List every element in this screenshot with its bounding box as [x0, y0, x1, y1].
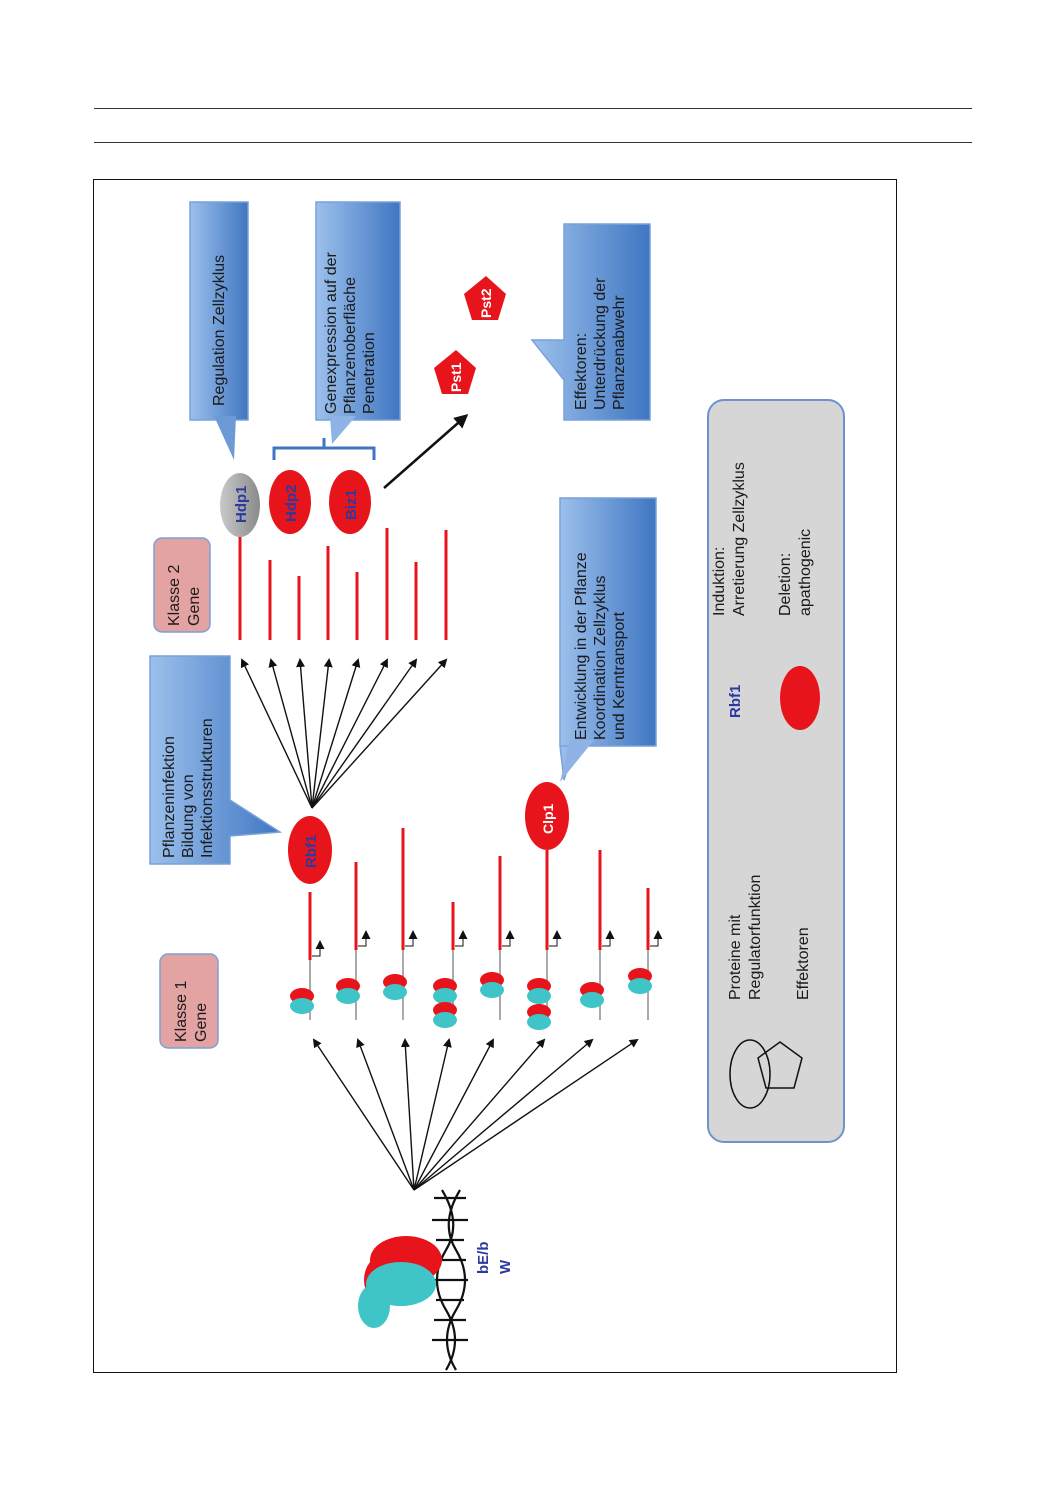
pst2-label: Pst2 — [478, 288, 494, 318]
callout-hdp1: Regulation Zellzyklus — [189, 201, 249, 460]
pst2-effector: Pst2 — [464, 276, 506, 320]
legend-oval-icon — [729, 1039, 771, 1109]
class1-gene — [628, 888, 663, 1020]
legend-pentagon-icon — [757, 1041, 803, 1089]
svg-text:Pflanzeninfektion: Pflanzeninfektion — [161, 736, 178, 858]
svg-text:Genexpression auf der: Genexpression auf der — [323, 251, 340, 414]
legend: Proteine mit Regulatorfunktion Effektore… — [707, 399, 845, 1143]
svg-text:Pflanzenabwehr: Pflanzenabwehr — [611, 295, 628, 410]
header-rule-bottom — [94, 142, 972, 143]
legend-induktion: Induktion: — [711, 547, 728, 616]
callout-clp1: Entwicklung in der Pflanze Koordination … — [559, 497, 657, 782]
klasse2-label: Klasse 2 Gene — [153, 537, 211, 633]
complex-label-w: W — [497, 1259, 514, 1274]
class1-gene — [433, 902, 468, 1028]
legend-red-oval — [780, 666, 820, 730]
legend-rbf1: Rbf1 — [727, 685, 744, 718]
svg-text:Regulation Zellzyklus: Regulation Zellzyklus — [211, 255, 228, 406]
complex-label-be: bE/b — [475, 1242, 492, 1275]
class1-gene — [580, 850, 615, 1020]
hdp1-protein: Hdp1 — [220, 473, 260, 537]
svg-text:Klasse 1: Klasse 1 — [173, 981, 190, 1042]
class1-gene — [336, 862, 371, 1020]
regulatory-network-diagram: bE/b W — [149, 201, 845, 1371]
hdp1-label: Hdp1 — [233, 486, 250, 524]
class1-gene — [290, 892, 325, 1020]
rbf1-protein: Rbf1 — [288, 816, 332, 884]
biz1-protein: Biz1 — [329, 470, 371, 534]
class1-fanout-arrows — [312, 1038, 639, 1191]
svg-text:Entwicklung in der Pflanze: Entwicklung in der Pflanze — [573, 552, 590, 740]
svg-text:Gene: Gene — [186, 587, 203, 626]
dna-helix — [432, 1189, 468, 1371]
svg-text:Koordination Zellzyklus: Koordination Zellzyklus — [592, 575, 609, 740]
header-rule-top — [94, 108, 972, 109]
svg-text:Effektoren:: Effektoren: — [573, 333, 590, 410]
bracket — [272, 438, 376, 460]
rbf1-label: Rbf1 — [303, 835, 320, 868]
svg-text:Bildung von: Bildung von — [180, 774, 197, 858]
svg-text:Klasse 2: Klasse 2 — [166, 565, 183, 626]
svg-text:Pflanzenoberfläche: Pflanzenoberfläche — [342, 277, 359, 414]
callout-infection: Pflanzeninfektion Bildung von Infektions… — [149, 655, 283, 865]
pst1-effector: Pst1 — [434, 350, 476, 394]
pst1-label: Pst1 — [448, 362, 464, 392]
callout-effectors: Effektoren: Unterdrückung der Pflanzenab… — [530, 223, 651, 421]
clp1-protein: Clp1 — [525, 782, 569, 850]
be-bw-complex — [358, 1236, 442, 1328]
callout-genexp: Genexpression auf der Pflanzenoberfläche… — [315, 201, 401, 444]
class1-gene — [383, 828, 418, 1020]
svg-text:Unterdrückung der: Unterdrückung der — [592, 277, 609, 410]
hdp2-protein: Hdp2 — [269, 470, 311, 534]
legend-deletion: Deletion: — [777, 553, 794, 616]
svg-text:Regulatorfunktion: Regulatorfunktion — [747, 875, 764, 1000]
svg-text:Penetration: Penetration — [361, 332, 378, 414]
class1-gene — [480, 856, 515, 1020]
legend-proteins: Proteine mit — [727, 914, 744, 1000]
svg-text:und Kerntransport: und Kerntransport — [611, 611, 628, 740]
class1-genes — [290, 828, 663, 1030]
clp1-label: Clp1 — [540, 803, 556, 834]
svg-text:Infektionsstrukturen: Infektionsstrukturen — [199, 718, 216, 858]
figure-frame: bE/b W — [93, 179, 897, 1373]
svg-text:Arretierung Zellzyklus: Arretierung Zellzyklus — [731, 462, 748, 616]
class2-fanout-arrows — [240, 658, 448, 809]
class2-genes — [238, 528, 448, 640]
svg-text:apathogenic: apathogenic — [797, 529, 814, 616]
klasse1-label: Klasse 1 Gene — [159, 953, 219, 1049]
legend-effectors: Effektoren — [795, 927, 812, 1000]
hdp2-label: Hdp2 — [283, 485, 300, 523]
svg-text:Gene: Gene — [193, 1003, 210, 1042]
biz1-label: Biz1 — [343, 489, 360, 520]
class1-gene — [527, 850, 562, 1030]
effector-arrow — [383, 414, 469, 489]
